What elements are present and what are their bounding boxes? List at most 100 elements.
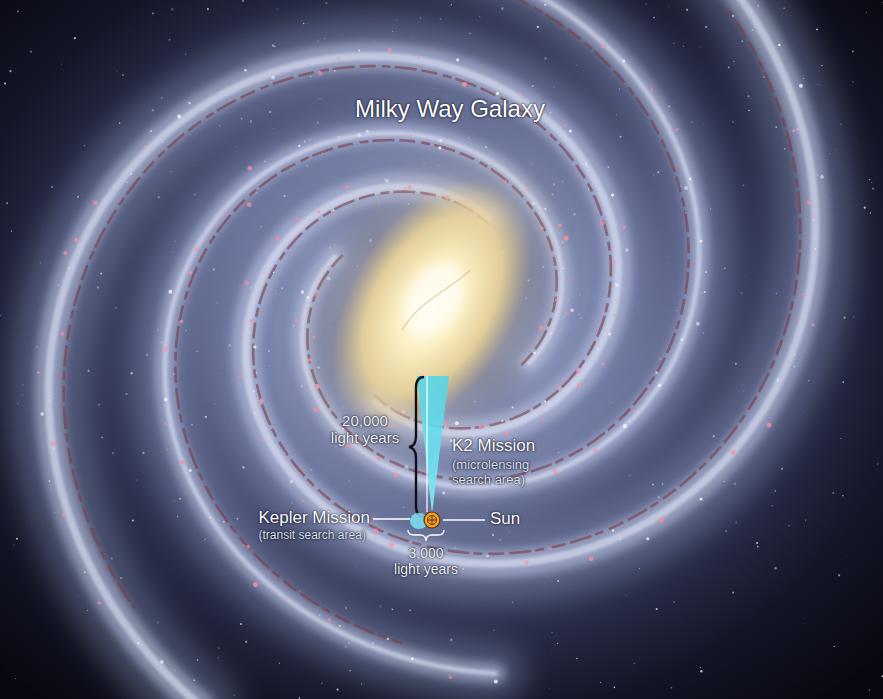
star-forming-region [563, 123, 567, 127]
star-cluster [298, 145, 300, 147]
star-forming-region [345, 185, 349, 189]
star-forming-region [189, 271, 192, 274]
star-forming-region [801, 293, 804, 296]
star-forming-region [504, 432, 508, 436]
star-cluster [820, 175, 824, 179]
star [852, 51, 854, 53]
star-forming-region [206, 238, 208, 240]
star-forming-region [594, 449, 598, 453]
star [15, 678, 16, 679]
mission-name: K2 Mission [452, 436, 535, 456]
star-cluster [814, 248, 816, 250]
star-cluster [655, 371, 658, 374]
star-forming-region [284, 452, 286, 454]
star-cluster [442, 491, 445, 494]
star-forming-region [564, 311, 567, 314]
star-forming-region [731, 450, 736, 455]
mission-name-holder: Kepler Mission [259, 508, 371, 528]
star-forming-region [601, 362, 605, 366]
star-cluster [338, 136, 340, 138]
star-cluster [723, 481, 724, 482]
star-forming-region [261, 438, 263, 440]
star-forming-region [239, 375, 242, 378]
arm-band [49, 0, 816, 699]
star-cluster [357, 133, 361, 137]
star-forming-region [253, 582, 258, 587]
star-forming-region [337, 57, 339, 59]
star-forming-region [393, 473, 397, 477]
star-cluster [705, 271, 707, 273]
star-forming-region [675, 128, 679, 132]
star-forming-region [613, 261, 616, 264]
star [671, 687, 673, 689]
star-cluster [366, 130, 369, 133]
star-cluster [468, 137, 469, 138]
star-cluster [615, 283, 618, 286]
star-forming-region [246, 545, 250, 549]
star-forming-region [37, 0, 824, 699]
galaxy-title: Milky Way Galaxy [355, 95, 545, 123]
star-forming-region [37, 371, 40, 374]
star-forming-region [449, 675, 453, 679]
star-forming-region [143, 146, 146, 149]
star-forming-region [589, 557, 593, 561]
sun-symbol [424, 512, 440, 528]
sun-symbol-ring [428, 516, 437, 525]
star-forming-region [180, 460, 184, 464]
star [16, 538, 18, 540]
star-forming-region [180, 319, 184, 323]
star-cluster [501, 420, 503, 422]
star-cluster [160, 660, 164, 664]
star-forming-region [195, 248, 199, 252]
star-forming-region [61, 332, 64, 335]
sun-symbol-cross [432, 516, 433, 525]
star-cluster [301, 290, 304, 293]
star-cluster [668, 105, 670, 107]
star-forming-region [318, 71, 323, 76]
star-forming-region [767, 423, 772, 428]
star-forming-region [295, 318, 299, 322]
star-forming-region [247, 166, 252, 171]
star [30, 51, 32, 53]
star-cluster [608, 332, 611, 335]
star [13, 544, 14, 545]
star-forming-region [317, 210, 321, 214]
star [803, 623, 805, 625]
star-forming-region [373, 529, 378, 534]
star [74, 37, 76, 39]
star-forming-region [389, 542, 394, 547]
star [17, 11, 19, 13]
star-cluster [439, 139, 442, 142]
star-cluster [494, 680, 498, 684]
star [700, 667, 701, 668]
star [852, 81, 853, 82]
star-cluster [173, 373, 174, 374]
star-cluster [40, 412, 43, 415]
star-cluster [544, 4, 546, 6]
star-cluster [387, 638, 389, 640]
star-cluster [777, 379, 779, 381]
sun-label: Sun [490, 509, 520, 529]
star-forming-region [247, 202, 252, 207]
mission-note-holder: (transit search area) [259, 529, 366, 543]
bulge-halo [241, 93, 624, 516]
star-cluster [209, 517, 210, 518]
star-forming-region [296, 218, 300, 222]
star-forming-region [223, 210, 226, 213]
star-forming-region [327, 618, 331, 622]
star-cluster [623, 424, 627, 428]
distance-label: 20,000 light years [328, 412, 402, 447]
star-cluster [625, 248, 629, 252]
star-cluster [339, 625, 341, 627]
star-forming-region [757, 5, 759, 7]
star-forming-region [566, 280, 568, 282]
star-forming-region [244, 280, 249, 285]
star-cluster [658, 384, 662, 388]
star-forming-region [51, 441, 56, 446]
mission-name: Kepler Mission [259, 508, 371, 528]
sun-label-holder: Sun [490, 509, 520, 529]
star-cluster [290, 480, 293, 483]
star-forming-region [462, 82, 467, 87]
star-cluster [189, 469, 192, 472]
